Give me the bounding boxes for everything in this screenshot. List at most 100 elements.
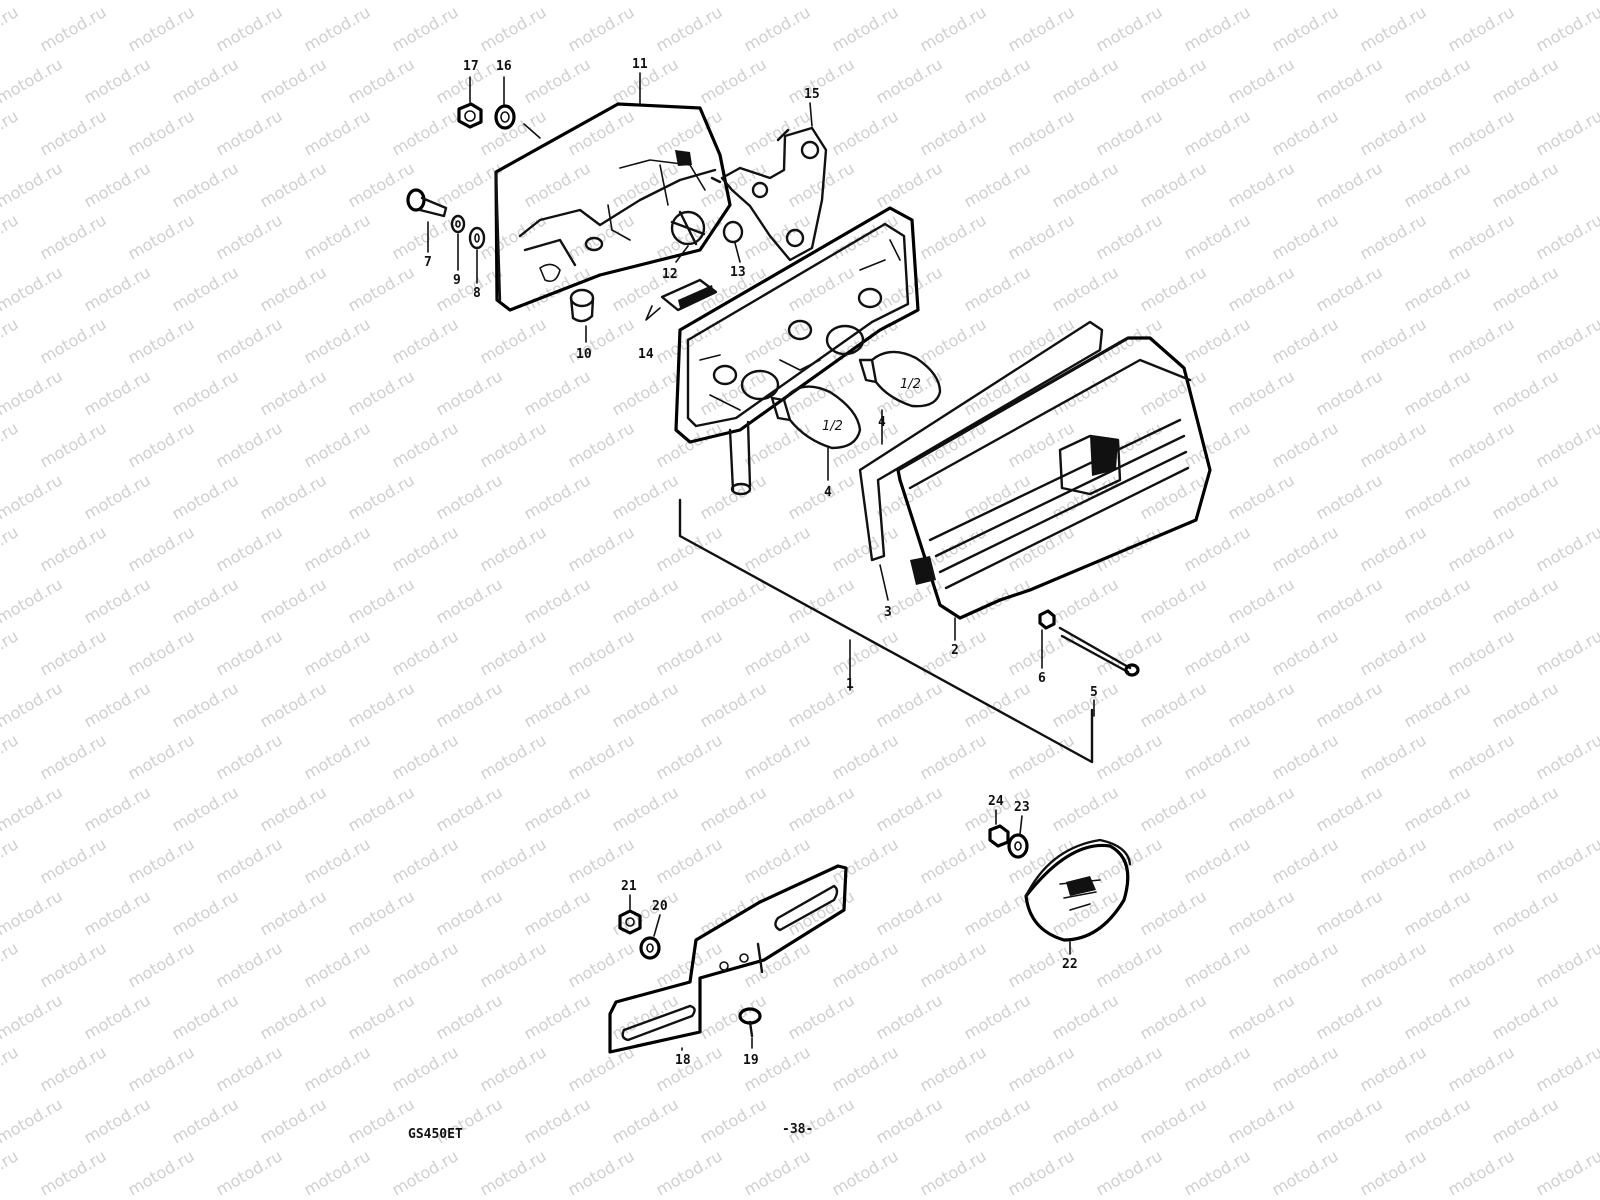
watermark-text: motod.ru bbox=[1269, 314, 1342, 367]
watermark-text: motod.ru bbox=[169, 574, 242, 627]
watermark-text: motod.ru bbox=[1225, 678, 1298, 731]
watermark-text: motod.ru bbox=[917, 210, 990, 263]
watermark-text: motod.ru bbox=[0, 1094, 66, 1147]
collar-part-10 bbox=[569, 288, 595, 323]
watermark-text: motod.ru bbox=[1533, 106, 1600, 159]
watermark-text: motod.ru bbox=[1269, 2, 1342, 55]
watermark-text: motod.ru bbox=[125, 314, 198, 367]
watermark-text: motod.ru bbox=[1489, 54, 1562, 107]
watermark-text: motod.ru bbox=[389, 2, 462, 55]
watermark-text: motod.ru bbox=[1357, 626, 1430, 679]
license-bracket-part-18 bbox=[608, 864, 848, 1054]
watermark-text: motod.ru bbox=[257, 158, 330, 211]
watermark-text: motod.ru bbox=[741, 1042, 814, 1095]
watermark-text: motod.ru bbox=[37, 314, 110, 367]
watermark-text: motod.ru bbox=[1225, 886, 1298, 939]
watermark-text: motod.ru bbox=[1269, 106, 1342, 159]
watermark-text: motod.ru bbox=[477, 1146, 550, 1199]
watermark-text: motod.ru bbox=[565, 730, 638, 783]
watermark-text: motod.ru bbox=[521, 678, 594, 731]
watermark-text: motod.ru bbox=[1181, 730, 1254, 783]
watermark-text: motod.ru bbox=[1445, 522, 1518, 575]
watermark-text: motod.ru bbox=[257, 470, 330, 523]
watermark-text: motod.ru bbox=[81, 574, 154, 627]
watermark-text: motod.ru bbox=[1269, 834, 1342, 887]
watermark-text: motod.ru bbox=[1093, 1042, 1166, 1095]
watermark-text: motod.ru bbox=[1489, 1094, 1562, 1147]
watermark-text: motod.ru bbox=[1049, 990, 1122, 1043]
callout-9: 9 bbox=[453, 273, 461, 288]
watermark-text: motod.ru bbox=[873, 470, 946, 523]
watermark-text: motod.ru bbox=[0, 522, 22, 575]
watermark-text: motod.ru bbox=[433, 262, 506, 315]
watermark-text: motod.ru bbox=[1401, 262, 1474, 315]
watermark-text: motod.ru bbox=[1401, 1094, 1474, 1147]
watermark-text: motod.ru bbox=[1489, 366, 1562, 419]
watermark-text: motod.ru bbox=[345, 262, 418, 315]
watermark-text: motod.ru bbox=[1401, 678, 1474, 731]
watermark-text: motod.ru bbox=[1181, 2, 1254, 55]
washer-part-8 bbox=[468, 226, 486, 250]
watermark-text: motod.ru bbox=[873, 678, 946, 731]
watermark-text: motod.ru bbox=[1533, 2, 1600, 55]
watermark-text: motod.ru bbox=[741, 626, 814, 679]
watermark-text: motod.ru bbox=[1181, 418, 1254, 471]
watermark-text: motod.ru bbox=[1181, 834, 1254, 887]
watermark-text: motod.ru bbox=[213, 418, 286, 471]
watermark-text: motod.ru bbox=[565, 1042, 638, 1095]
watermark-text: motod.ru bbox=[1357, 1146, 1430, 1199]
watermark-text: motod.ru bbox=[1225, 262, 1298, 315]
watermark-text: motod.ru bbox=[917, 730, 990, 783]
watermark-text: motod.ru bbox=[653, 2, 726, 55]
watermark-text: motod.ru bbox=[1005, 730, 1078, 783]
watermark-text: motod.ru bbox=[1489, 574, 1562, 627]
watermark-text: motod.ru bbox=[169, 1094, 242, 1147]
watermark-text: motod.ru bbox=[0, 782, 66, 835]
watermark-text: motod.ru bbox=[521, 782, 594, 835]
watermark-text: motod.ru bbox=[1445, 730, 1518, 783]
watermark-text: motod.ru bbox=[125, 522, 198, 575]
watermark-text: motod.ru bbox=[213, 1042, 286, 1095]
watermark-text: motod.ru bbox=[829, 2, 902, 55]
watermark-text: motod.ru bbox=[477, 730, 550, 783]
watermark-text: motod.ru bbox=[741, 1146, 814, 1199]
watermark-text: motod.ru bbox=[565, 2, 638, 55]
watermark-text: motod.ru bbox=[0, 834, 22, 887]
watermark-text: motod.ru bbox=[1313, 0, 1386, 3]
watermark-text: motod.ru bbox=[521, 54, 594, 107]
watermark-text: motod.ru bbox=[1313, 782, 1386, 835]
watermark-text: motod.ru bbox=[1137, 0, 1210, 3]
washer-part-16 bbox=[494, 104, 516, 130]
watermark-text: motod.ru bbox=[1269, 210, 1342, 263]
watermark-text: motod.ru bbox=[829, 1042, 902, 1095]
watermark-text: motod.ru bbox=[477, 938, 550, 991]
watermark-text: motod.ru bbox=[521, 574, 594, 627]
bulb-part-4-left: 1/2 bbox=[770, 385, 862, 450]
watermark-text: motod.ru bbox=[477, 834, 550, 887]
watermark-text: motod.ru bbox=[1049, 678, 1122, 731]
watermark-text: motod.ru bbox=[609, 886, 682, 939]
watermark-text: motod.ru bbox=[345, 678, 418, 731]
watermark-text: motod.ru bbox=[125, 730, 198, 783]
watermark-text: motod.ru bbox=[1093, 730, 1166, 783]
watermark-text: motod.ru bbox=[81, 0, 154, 3]
watermark-text: motod.ru bbox=[1181, 522, 1254, 575]
watermark-text: motod.ru bbox=[433, 678, 506, 731]
watermark-text: motod.ru bbox=[125, 834, 198, 887]
watermark-text: motod.ru bbox=[37, 1042, 110, 1095]
watermark-text: motod.ru bbox=[917, 314, 990, 367]
watermark-text: motod.ru bbox=[477, 626, 550, 679]
watermark-text: motod.ru bbox=[0, 158, 66, 211]
watermark-text: motod.ru bbox=[477, 1042, 550, 1095]
watermark-text: motod.ru bbox=[257, 54, 330, 107]
watermark-text: motod.ru bbox=[81, 886, 154, 939]
callout-17: 17 bbox=[463, 59, 479, 74]
watermark-text: motod.ru bbox=[169, 470, 242, 523]
callout-8: 8 bbox=[473, 286, 481, 301]
watermark-text: motod.ru bbox=[1181, 1146, 1254, 1199]
watermark-text: motod.ru bbox=[1401, 470, 1474, 523]
bulb-part-4-right: 1/2 bbox=[858, 350, 942, 408]
watermark-text: motod.ru bbox=[1269, 1042, 1342, 1095]
callout-1: 1 bbox=[846, 677, 854, 692]
watermark-text: motod.ru bbox=[873, 990, 946, 1043]
